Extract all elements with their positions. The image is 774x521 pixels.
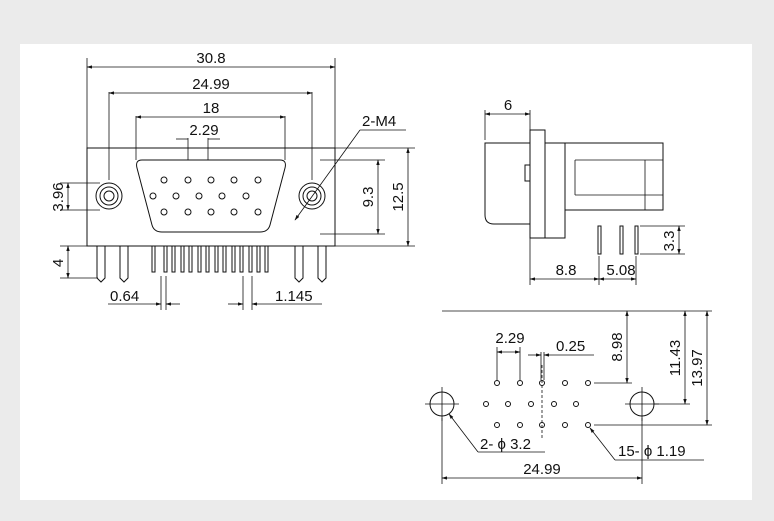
dim-leg-length: 4 bbox=[50, 259, 67, 267]
dim-mount-spacing: 24.99 bbox=[192, 76, 230, 93]
dim-body-height: 12.5 bbox=[390, 182, 407, 211]
front-pins bbox=[149, 176, 262, 216]
drawing-sheet bbox=[20, 44, 752, 500]
front-view: 30.8 24.99 18 2.29 bbox=[50, 50, 415, 310]
side-shell bbox=[484, 142, 531, 225]
dim-row-offset: 0.25 bbox=[556, 338, 585, 355]
dim-total-depth: 13.97 bbox=[689, 349, 706, 387]
mount-screw-left bbox=[95, 182, 123, 210]
label-pin-holes: 15- ϕ 1.19 bbox=[618, 443, 686, 460]
dim-side-depth: 6 bbox=[504, 97, 512, 114]
pcb-layout: 2.29 0.25 bbox=[425, 310, 712, 484]
dim-pin-pitch: 2.29 bbox=[189, 122, 218, 139]
connector-flange bbox=[86, 147, 336, 247]
dim-pin-spacing: 1.145 bbox=[275, 288, 313, 305]
dim-pcb-pin-pitch: 2.29 bbox=[495, 330, 524, 347]
pin-leads bbox=[151, 245, 269, 273]
dim-pin-row-spacing: 5.08 bbox=[606, 262, 635, 279]
dim-pcb-mount-spacing: 24.99 bbox=[523, 461, 561, 478]
pcb-pin-holes bbox=[483, 380, 591, 428]
dim-side-body-depth: 8.8 bbox=[556, 262, 577, 279]
dim-pin-length: 3.3 bbox=[661, 231, 678, 252]
dim-hole-to-edge: 11.43 bbox=[667, 340, 684, 376]
dim-shell-width: 18 bbox=[203, 100, 220, 117]
dim-row-to-edge: 8.98 bbox=[609, 332, 626, 361]
dim-hole-row-height: 3.96 bbox=[50, 182, 67, 211]
side-view: 6 8.8 5.08 3.3 bbox=[484, 97, 685, 285]
dim-overall-width: 30.8 bbox=[196, 50, 225, 67]
label-thread: 2-M4 bbox=[362, 113, 396, 130]
dim-shell-height: 9.3 bbox=[360, 187, 377, 208]
label-mount-holes: 2- ϕ 3.2 bbox=[480, 436, 531, 453]
d-sub-shell bbox=[136, 159, 286, 233]
dim-pin-width: 0.64 bbox=[110, 288, 139, 305]
mounting-legs bbox=[96, 246, 327, 283]
mount-screw-right bbox=[298, 182, 326, 210]
